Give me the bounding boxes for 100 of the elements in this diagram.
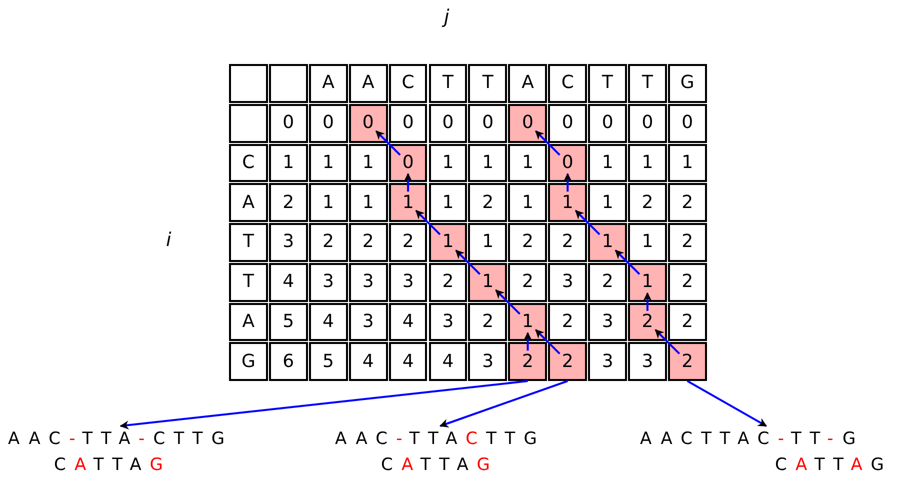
- table-cell: 1: [308, 144, 348, 182]
- arrow: [523, 332, 532, 351]
- table-cell: 5: [268, 302, 308, 342]
- table-cell: 2: [548, 223, 588, 262]
- table-cell: G: [668, 64, 707, 103]
- table-cell: 3: [548, 262, 588, 302]
- alignment-line: AAC-TTA-CTTG: [8, 428, 234, 451]
- arrow: [563, 172, 572, 192]
- arrow: [642, 292, 652, 311]
- highlighted-cell: 2: [668, 342, 707, 381]
- arrow: [439, 380, 568, 428]
- highlighted-cell: 2: [548, 342, 588, 381]
- table-cell: A: [308, 64, 348, 103]
- table-cell: 4: [388, 302, 428, 342]
- table-cell: 2: [508, 223, 548, 262]
- table-cell: 0: [308, 104, 348, 142]
- table-cell: A: [229, 183, 268, 222]
- table-cell: T: [229, 262, 268, 302]
- table-cell: 2: [468, 302, 508, 342]
- arrow: [614, 250, 640, 275]
- table-cell: 1: [428, 183, 468, 222]
- arrow: [686, 380, 768, 427]
- table-cell: 4: [428, 342, 468, 381]
- table-cell: 0: [268, 104, 308, 142]
- table-cell: 1: [628, 223, 667, 262]
- highlighted-cell: 1: [388, 183, 428, 222]
- table-cell: 0: [388, 104, 428, 142]
- table-cell: 0: [428, 104, 468, 142]
- table-cell: 2: [628, 183, 667, 222]
- table-cell: G: [229, 342, 268, 381]
- table-cell: 3: [308, 262, 348, 302]
- axis-label: j: [444, 6, 450, 28]
- table-cell: 1: [348, 144, 388, 182]
- table-cell: 1: [348, 183, 388, 222]
- table-cell: 2: [388, 223, 428, 262]
- table-cell: 4: [308, 302, 348, 342]
- table-cell: T: [428, 64, 468, 103]
- highlighted-cell: 1: [508, 302, 548, 342]
- table-cell: 1: [308, 183, 348, 222]
- table-cell: 3: [348, 262, 388, 302]
- table-cell: 2: [668, 183, 707, 222]
- table-cell: 1: [428, 144, 468, 182]
- table-cell: 1: [268, 144, 308, 182]
- table-cell: 3: [388, 262, 428, 302]
- highlighted-cell: 1: [628, 262, 667, 302]
- table-cell: 1: [588, 183, 627, 222]
- arrow: [495, 289, 520, 315]
- table-cell: 0: [468, 104, 508, 142]
- table-cell: T: [628, 64, 667, 103]
- table-cell: 2: [308, 223, 348, 262]
- table-cell: 3: [588, 302, 627, 342]
- table-cell: 2: [348, 223, 388, 262]
- table-cell: 2: [468, 183, 508, 222]
- table-cell: C: [229, 144, 268, 182]
- table-cell: 1: [468, 144, 508, 182]
- table-cell: A: [229, 302, 268, 342]
- table-cell: 3: [268, 223, 308, 262]
- table-cell: 2: [268, 183, 308, 222]
- table-cell: 6: [268, 342, 308, 381]
- table-cell: C: [548, 64, 588, 103]
- table-cell: C: [388, 64, 428, 103]
- highlighted-cell: 0: [548, 144, 588, 182]
- table-cell: A: [348, 64, 388, 103]
- highlighted-cell: 1: [548, 183, 588, 222]
- table-cell: T: [588, 64, 627, 103]
- table-cell: T: [229, 223, 268, 262]
- table-cell: 4: [268, 262, 308, 302]
- table-cell: 1: [668, 144, 707, 182]
- arrow: [574, 210, 600, 236]
- table-cell: 0: [628, 104, 667, 142]
- table-cell: 1: [508, 144, 548, 182]
- highlighted-cell: 2: [508, 342, 548, 381]
- arrow: [404, 172, 413, 192]
- arrow: [120, 380, 528, 430]
- table-cell: 4: [348, 342, 388, 381]
- table-cell: 1: [468, 223, 508, 262]
- table-cell: 5: [308, 342, 348, 381]
- table-cell: 2: [508, 262, 548, 302]
- arrow: [535, 130, 560, 156]
- table-cell: 0: [548, 104, 588, 142]
- table-cell: 3: [588, 342, 627, 381]
- table-cell: 0: [668, 104, 707, 142]
- table-cell: 2: [668, 223, 707, 262]
- highlighted-cell: 2: [628, 302, 667, 342]
- table-cell: 1: [628, 144, 667, 182]
- table-cell: 4: [388, 342, 428, 381]
- table-cell: 3: [428, 302, 468, 342]
- arrow: [455, 250, 481, 275]
- table-cell: 0: [588, 104, 627, 142]
- highlighted-cell: 0: [508, 104, 548, 142]
- axis-label: i: [166, 229, 172, 251]
- table-cell: 2: [548, 302, 588, 342]
- table-cell: 2: [588, 262, 627, 302]
- table-cell: T: [468, 64, 508, 103]
- table-cell: A: [508, 64, 548, 103]
- arrow: [415, 210, 441, 236]
- table-cell: 3: [628, 342, 667, 381]
- table-cell: 1: [588, 144, 627, 182]
- highlighted-cell: 1: [588, 223, 627, 262]
- table-cell: 2: [428, 262, 468, 302]
